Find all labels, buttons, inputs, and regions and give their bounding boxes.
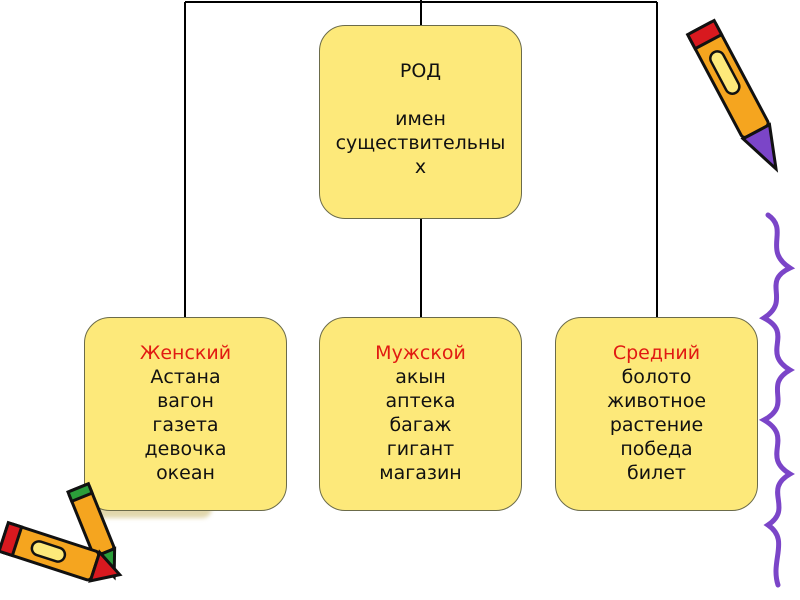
branch-head: Средний xyxy=(612,342,701,364)
branch-head: Мужской xyxy=(375,342,466,364)
root-box: РОД имен существительны х xyxy=(319,25,522,219)
root-title: РОД xyxy=(399,60,442,82)
root-line-1: имен xyxy=(395,108,446,130)
branch-box-feminine: Женский Астана вагон газета девочка океа… xyxy=(84,317,287,511)
branch-item: аптека xyxy=(385,390,456,412)
branch-box-masculine: Мужской акын аптека багаж гигант магазин xyxy=(319,317,522,511)
branch-head: Женский xyxy=(139,342,232,364)
branch-item: победа xyxy=(620,438,693,460)
branch-item: вагон xyxy=(157,390,214,412)
branch-item: растение xyxy=(609,414,704,436)
branch-item: Астана xyxy=(150,366,221,388)
branch-item: девочка xyxy=(144,438,227,460)
branch-item: газета xyxy=(152,414,219,436)
branch-item: билет xyxy=(627,462,686,484)
branch-item: животное xyxy=(606,390,707,412)
root-line-3: х xyxy=(414,156,427,178)
branch-box-neuter: Средний болото животное растение победа … xyxy=(555,317,758,511)
branch-item: океан xyxy=(156,462,215,484)
branch-item: акын xyxy=(395,366,446,388)
branch-item: магазин xyxy=(379,462,462,484)
branch-item: багаж xyxy=(389,414,452,436)
branch-item: гигант xyxy=(386,438,455,460)
branch-item: болото xyxy=(621,366,692,388)
root-line-2: существительны xyxy=(335,132,506,154)
